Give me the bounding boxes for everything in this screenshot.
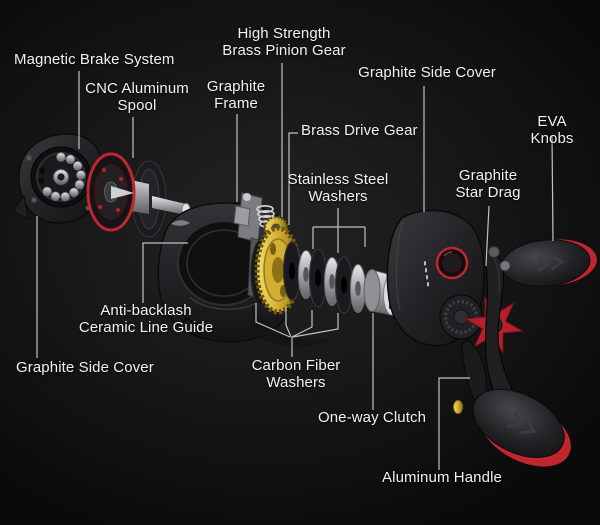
label-brass-pinion-gear: High Strength Brass Pinion Gear bbox=[222, 25, 346, 59]
eva-knob-lower-part bbox=[472, 388, 571, 467]
label-graphite-side-cover-bottom: Graphite Side Cover bbox=[16, 359, 154, 376]
label-cnc-aluminum-spool: CNC Aluminum Spool bbox=[85, 80, 189, 114]
carbon-washer bbox=[308, 248, 328, 308]
leader-aluminum-handle bbox=[438, 377, 470, 470]
right-side-cover-part bbox=[386, 209, 485, 347]
label-one-way-clutch: One-way Clutch bbox=[317, 409, 427, 426]
drag-washer-stack-part bbox=[282, 241, 366, 314]
carbon-washer bbox=[334, 256, 354, 314]
label-aluminum-handle: Aluminum Handle bbox=[382, 469, 502, 486]
leader-star-drag bbox=[485, 205, 490, 267]
label-eva-knobs: EVA Knobs bbox=[530, 113, 574, 147]
stainless-washer bbox=[350, 264, 366, 313]
leader-carbon-washers bbox=[255, 303, 339, 357]
brand-logo-mark bbox=[424, 261, 429, 287]
frame-part bbox=[157, 202, 330, 347]
label-carbon-fiber-washers: Carbon Fiber Washers bbox=[251, 357, 341, 391]
spool-part bbox=[86, 152, 191, 238]
leader-eva-knobs bbox=[551, 135, 554, 242]
line-guide-part bbox=[179, 317, 201, 337]
label-magnetic-brake-system: Magnetic Brake System bbox=[14, 51, 175, 68]
handle-gold-washer bbox=[453, 400, 463, 414]
label-graphite-star-drag: Graphite Star Drag bbox=[455, 167, 521, 201]
label-anti-backlash-line-guide: Anti-backlash Ceramic Line Guide bbox=[78, 302, 214, 336]
label-stainless-steel-washers: Stainless Steel Washers bbox=[287, 171, 389, 205]
leader-drive-gear bbox=[288, 132, 298, 225]
carbon-washer bbox=[282, 241, 302, 301]
leader-line-guide bbox=[142, 242, 188, 303]
leader-stainless-washers bbox=[312, 208, 366, 253]
label-graphite-side-cover-top: Graphite Side Cover bbox=[358, 64, 496, 81]
label-brass-drive-gear: Brass Drive Gear bbox=[301, 122, 418, 139]
eva-knob-upper-part bbox=[499, 239, 597, 287]
left-side-cover-part bbox=[12, 133, 104, 224]
magnetic-brake-magnets bbox=[42, 152, 86, 202]
frame-logo-mark bbox=[171, 220, 190, 226]
label-graphite-frame: Graphite Frame bbox=[206, 78, 266, 112]
leader-lines bbox=[36, 63, 554, 470]
